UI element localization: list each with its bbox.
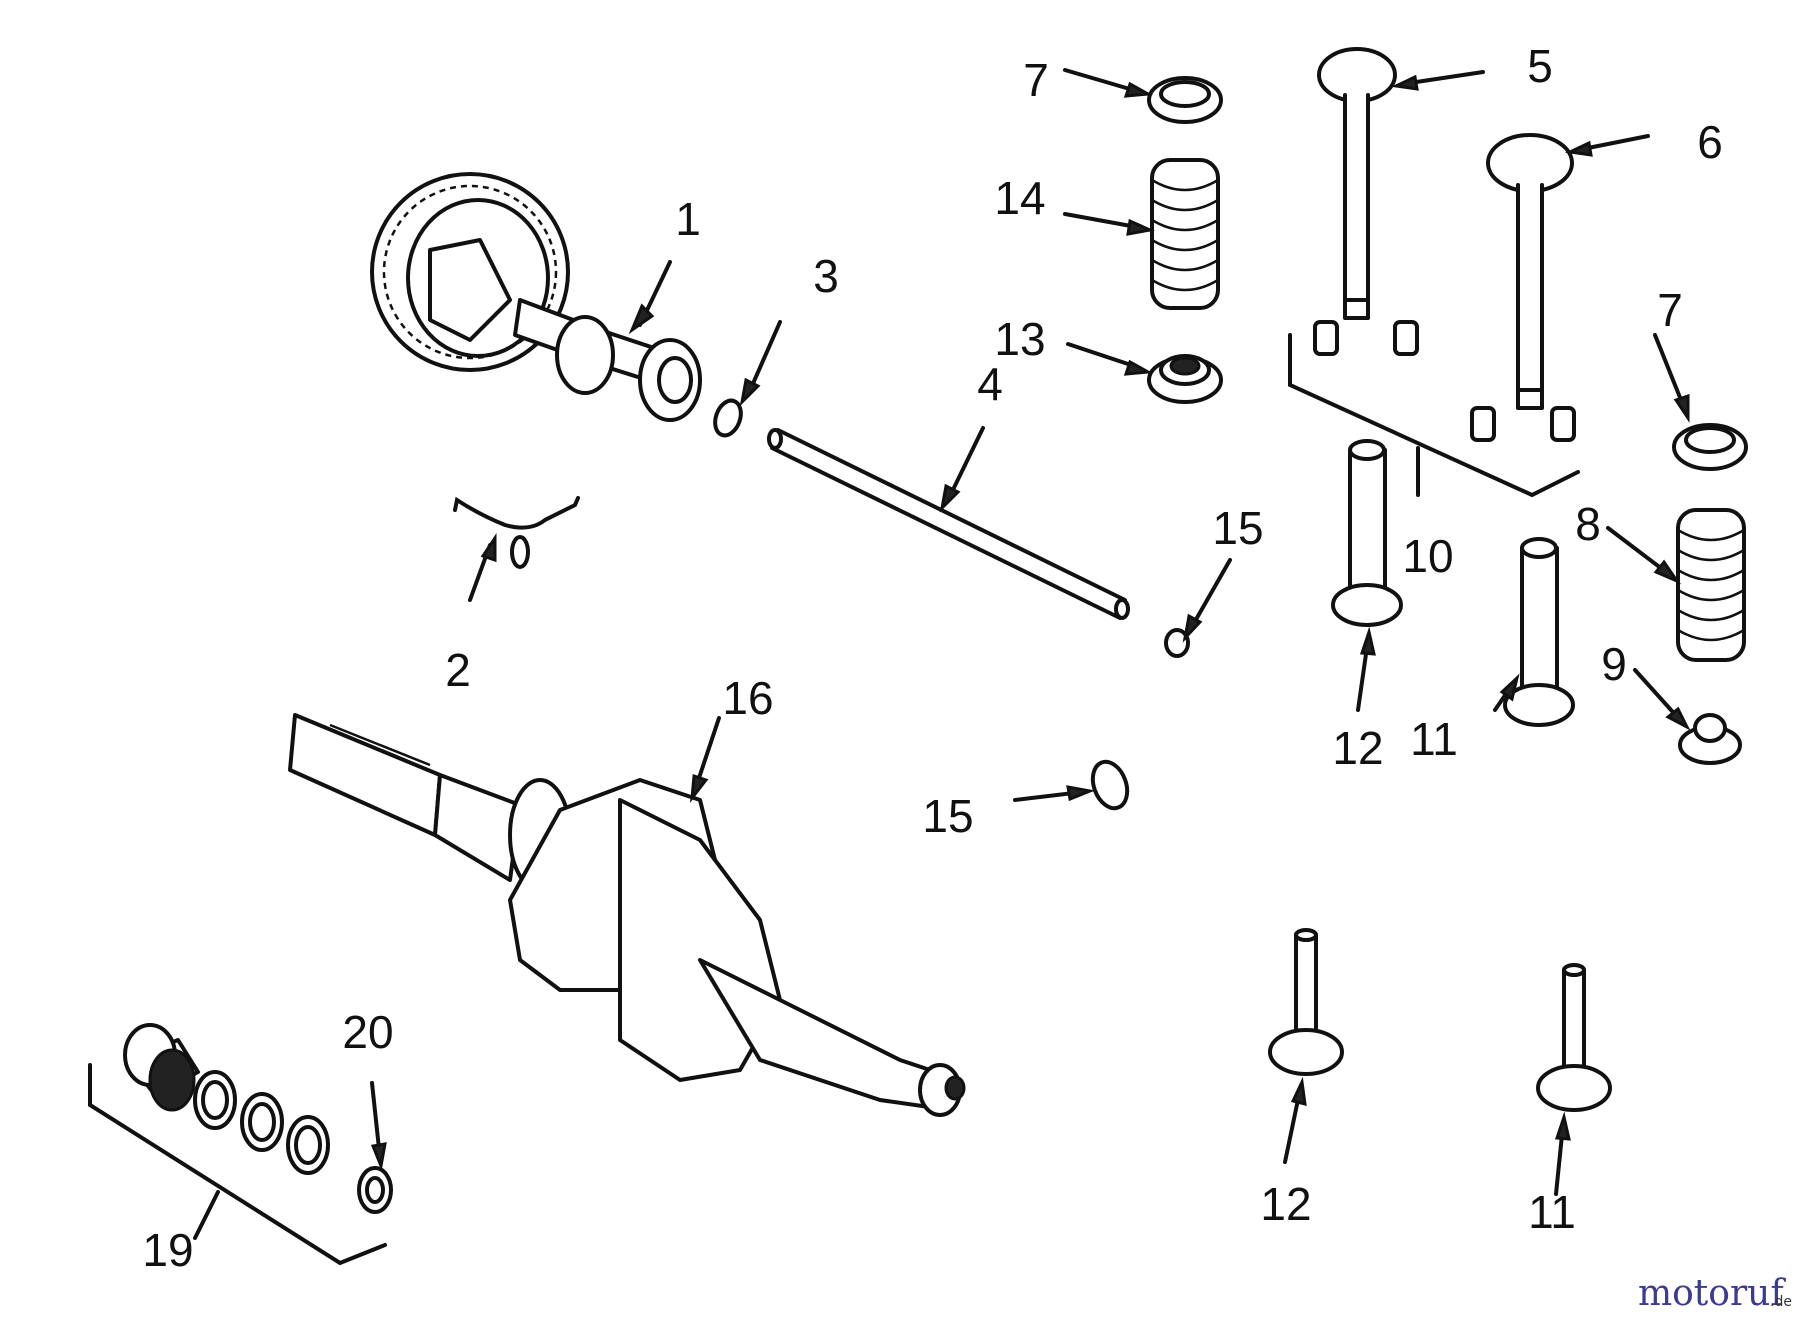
camshaft-gear-part bbox=[370, 172, 702, 422]
callout-15-lower: 15 bbox=[922, 790, 973, 842]
retainer-upper-part bbox=[1147, 76, 1223, 124]
tappet-lower-part bbox=[1503, 537, 1575, 727]
callout-12-upper: 12 bbox=[1332, 722, 1383, 774]
callout-9: 9 bbox=[1601, 638, 1627, 690]
tappet-alt-a-part bbox=[1268, 928, 1344, 1076]
watermark-text: motoruf bbox=[1638, 1273, 1786, 1314]
callout-1: 1 bbox=[675, 193, 701, 245]
callout-13: 13 bbox=[994, 313, 1045, 365]
callout-11-lower: 11 bbox=[1528, 1186, 1576, 1238]
wire-spring-part bbox=[453, 496, 580, 569]
tappet-alt-b-part bbox=[1536, 963, 1612, 1112]
callout-4: 4 bbox=[977, 358, 1003, 410]
valve-spring-upper-part bbox=[1150, 158, 1220, 310]
watermark-suffix: .de bbox=[1770, 1294, 1792, 1310]
callout-16: 16 bbox=[722, 672, 773, 724]
watermark-logo: motoruf .de bbox=[1638, 1273, 1792, 1314]
bearing-assembly-part bbox=[88, 1023, 387, 1266]
valve-intake-part bbox=[1317, 47, 1397, 320]
callout-10: 10 bbox=[1402, 530, 1453, 582]
crankshaft-part bbox=[288, 713, 966, 1117]
callout-14: 14 bbox=[994, 172, 1045, 224]
valve-exhaust-part bbox=[1486, 133, 1574, 410]
bushing-upper-part bbox=[1164, 628, 1190, 658]
callout-7-right: 7 bbox=[1657, 284, 1683, 336]
tappet-upper-part bbox=[1331, 439, 1403, 627]
shaft-part bbox=[767, 428, 1130, 620]
callout-11-upper: 11 bbox=[1410, 713, 1458, 765]
clip-ring-part bbox=[357, 1166, 393, 1214]
retainer-lower-part bbox=[1672, 423, 1748, 471]
callout-3: 3 bbox=[813, 250, 839, 302]
callout-6: 6 bbox=[1697, 116, 1723, 168]
callout-5: 5 bbox=[1527, 40, 1553, 92]
callout-2: 2 bbox=[445, 644, 471, 696]
callout-7-upper: 7 bbox=[1023, 54, 1049, 106]
callout-19: 19 bbox=[142, 1224, 193, 1276]
bushing-lower-part bbox=[1090, 759, 1130, 811]
valve-spring-lower-part bbox=[1676, 508, 1746, 662]
valve-cap-part bbox=[1678, 713, 1742, 765]
callout-15-upper: 15 bbox=[1212, 502, 1263, 554]
washer-part bbox=[713, 398, 743, 438]
callout-20: 20 bbox=[342, 1006, 393, 1058]
valve-keepers-part bbox=[1288, 320, 1580, 498]
leader-lines bbox=[193, 68, 1691, 1240]
callout-12-lower: 12 bbox=[1260, 1178, 1311, 1230]
valve-rotator-part bbox=[1147, 354, 1223, 404]
callout-8: 8 bbox=[1575, 498, 1601, 550]
